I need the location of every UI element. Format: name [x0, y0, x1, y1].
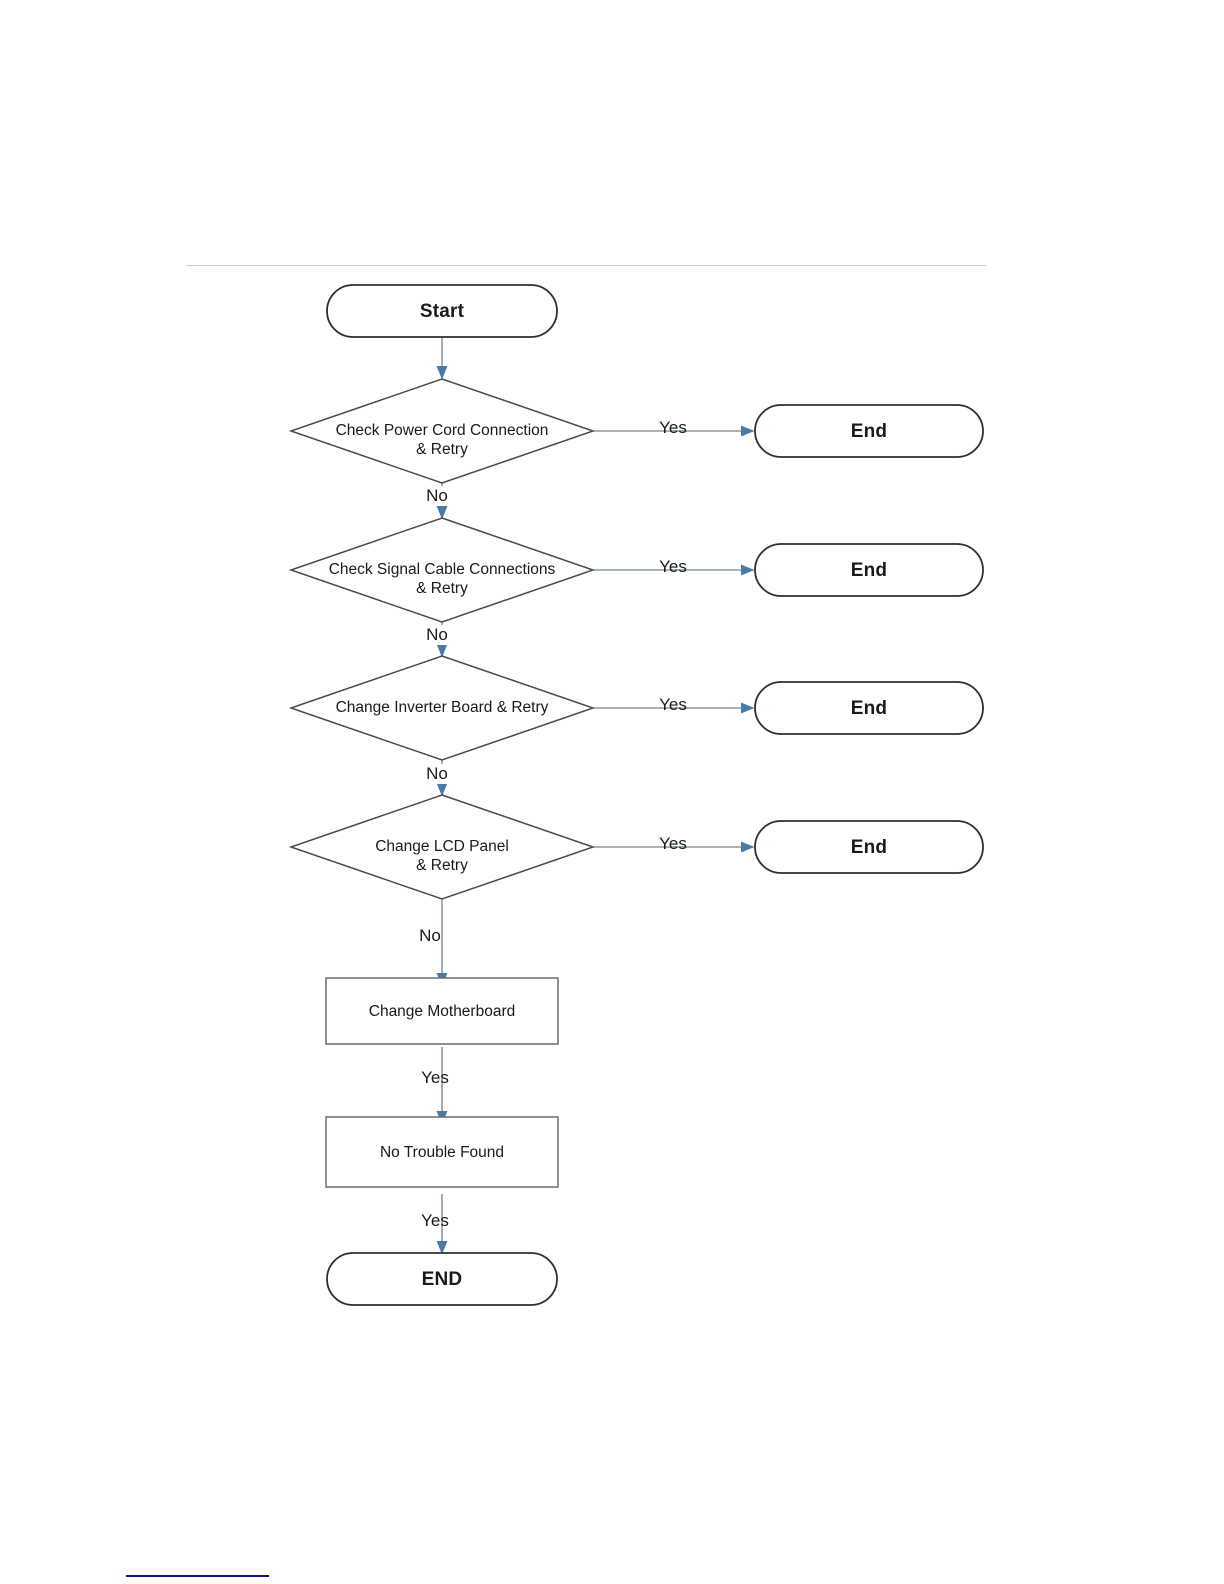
- node-start[interactable]: [327, 285, 557, 337]
- node-change-motherboard[interactable]: [326, 978, 558, 1044]
- node-no-trouble-found[interactable]: [326, 1117, 558, 1187]
- node-check-power-cord[interactable]: [291, 379, 593, 483]
- node-check-signal-cable[interactable]: [291, 518, 593, 622]
- footer-divider-rule: [126, 1575, 269, 1577]
- node-change-lcd-panel[interactable]: [291, 795, 593, 899]
- header-divider-rule: [186, 265, 986, 266]
- node-end-3[interactable]: [755, 682, 983, 734]
- node-change-inverter-board[interactable]: [291, 656, 593, 760]
- node-end-final[interactable]: [327, 1253, 557, 1305]
- node-end-4[interactable]: [755, 821, 983, 873]
- node-end-2[interactable]: [755, 544, 983, 596]
- node-end-1[interactable]: [755, 405, 983, 457]
